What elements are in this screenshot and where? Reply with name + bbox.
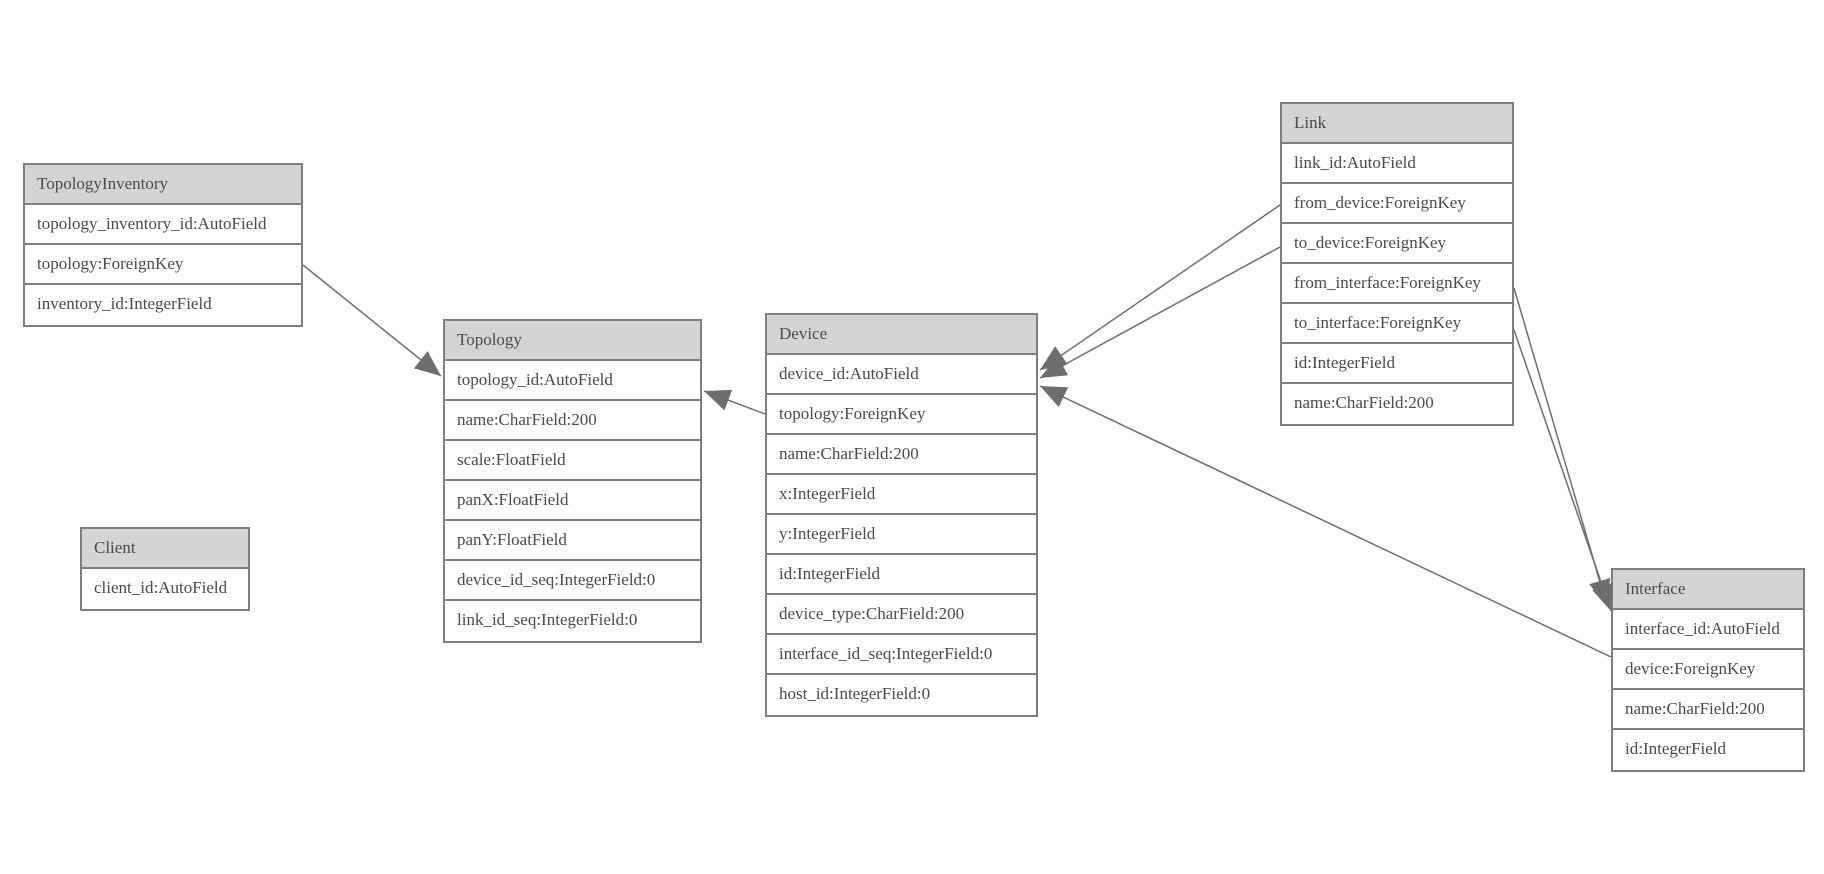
- field-row: from_device:ForeignKey: [1282, 184, 1512, 224]
- field-row: id:IntegerField: [1282, 344, 1512, 384]
- entity-device: Device device_id:AutoField topology:Fore…: [765, 313, 1038, 717]
- field-row: device_type:CharField:200: [767, 595, 1036, 635]
- entity-link: Link link_id:AutoField from_device:Forei…: [1280, 102, 1514, 426]
- field-row: name:CharField:200: [767, 435, 1036, 475]
- entity-header: Topology: [445, 321, 700, 361]
- field-row: topology_id:AutoField: [445, 361, 700, 401]
- field-row: id:IntegerField: [767, 555, 1036, 595]
- field-row: name:CharField:200: [445, 401, 700, 441]
- edge-link-fromdevice-device: [1039, 204, 1281, 371]
- edge-topologyinventory-topology: [302, 264, 442, 377]
- edge-link-tointerface-interface: [1513, 329, 1613, 612]
- field-row: link_id_seq:IntegerField:0: [445, 601, 700, 641]
- field-row: id:IntegerField: [1613, 730, 1803, 770]
- field-row: device:ForeignKey: [1613, 650, 1803, 690]
- edge-device-topology: [703, 389, 766, 415]
- entity-header: Device: [767, 315, 1036, 355]
- field-row: to_interface:ForeignKey: [1282, 304, 1512, 344]
- edge-interface-device: [1039, 385, 1612, 658]
- field-row: link_id:AutoField: [1282, 144, 1512, 184]
- field-row: topology_inventory_id:AutoField: [25, 205, 301, 245]
- entity-topology: Topology topology_id:AutoField name:Char…: [443, 319, 702, 643]
- field-row: host_id:IntegerField:0: [767, 675, 1036, 715]
- edge-link-todevice-device: [1039, 246, 1281, 379]
- field-row: x:IntegerField: [767, 475, 1036, 515]
- edge-link-frominterface-interface: [1513, 287, 1611, 607]
- field-row: interface_id:AutoField: [1613, 610, 1803, 650]
- field-row: from_interface:ForeignKey: [1282, 264, 1512, 304]
- field-row: interface_id_seq:IntegerField:0: [767, 635, 1036, 675]
- entity-client: Client client_id:AutoField: [80, 527, 250, 611]
- field-row: client_id:AutoField: [82, 569, 248, 609]
- field-row: to_device:ForeignKey: [1282, 224, 1512, 264]
- field-row: device_id:AutoField: [767, 355, 1036, 395]
- field-row: scale:FloatField: [445, 441, 700, 481]
- entity-interface: Interface interface_id:AutoField device:…: [1611, 568, 1805, 772]
- entity-topology-inventory: TopologyInventory topology_inventory_id:…: [23, 163, 303, 327]
- field-row: panY:FloatField: [445, 521, 700, 561]
- entity-header: Client: [82, 529, 248, 569]
- entity-header: Interface: [1613, 570, 1803, 610]
- field-row: device_id_seq:IntegerField:0: [445, 561, 700, 601]
- entity-header: TopologyInventory: [25, 165, 301, 205]
- field-row: topology:ForeignKey: [25, 245, 301, 285]
- field-row: inventory_id:IntegerField: [25, 285, 301, 325]
- field-row: topology:ForeignKey: [767, 395, 1036, 435]
- field-row: y:IntegerField: [767, 515, 1036, 555]
- field-row: name:CharField:200: [1282, 384, 1512, 424]
- field-row: panX:FloatField: [445, 481, 700, 521]
- entity-header: Link: [1282, 104, 1512, 144]
- field-row: name:CharField:200: [1613, 690, 1803, 730]
